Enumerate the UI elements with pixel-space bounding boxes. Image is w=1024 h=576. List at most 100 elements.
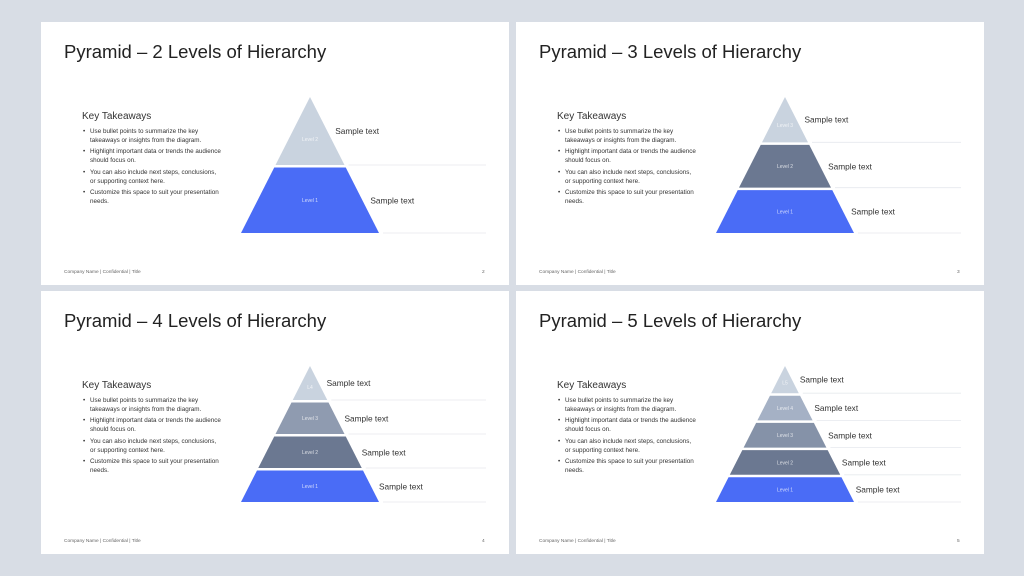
bullet-item: You can also include next steps, conclus…: [557, 169, 697, 186]
slide-title: Pyramid – 3 Levels of Hierarchy: [539, 41, 802, 62]
bullet-item: Customize this space to suit your presen…: [557, 189, 697, 206]
slide-title: Pyramid – 4 Levels of Hierarchy: [64, 310, 327, 331]
sample-text-label: Sample text: [856, 485, 901, 495]
slide-thumbnail-3[interactable]: Pyramid – 3 Levels of Hierarchy Key Take…: [516, 22, 984, 285]
sample-text-label: Sample text: [327, 378, 372, 388]
pyramid-level-label: Level 1: [777, 209, 793, 215]
bullet-item: You can also include next steps, conclus…: [82, 169, 222, 186]
pyramid-level-2[interactable]: Level 2 Sample text: [729, 450, 961, 476]
sample-text-label: Sample text: [842, 457, 887, 467]
bullet-item: Use bullet points to summarize the key t…: [82, 397, 222, 414]
pyramid-level-label: Level 2: [302, 450, 318, 456]
pyramid-level-shape: [241, 167, 379, 233]
sample-text-label: Sample text: [345, 413, 390, 423]
takeaways-list: Use bullet points to summarize the key t…: [557, 128, 697, 210]
pyramid-level-4[interactable]: Level 4 Sample text: [757, 395, 961, 421]
pyramid-level-shape: [258, 436, 362, 468]
bullet-item: Use bullet points to summarize the key t…: [557, 128, 697, 145]
bullet-item: Customize this space to suit your presen…: [82, 458, 222, 475]
pyramid-level-label: Level 1: [302, 198, 318, 204]
pyramid-level-4[interactable]: L4 Sample text: [292, 366, 486, 401]
pyramid-level-label: L4: [307, 385, 313, 391]
pyramid-level-label: Level 3: [777, 123, 793, 129]
page-number: 5: [957, 539, 960, 544]
pyramid-level-label: Level 4: [777, 406, 793, 412]
sample-text-label: Sample text: [828, 161, 873, 171]
slide-thumbnail-2[interactable]: Pyramid – 2 Levels of Hierarchy Key Take…: [41, 22, 509, 285]
pyramid-level-shape: [716, 190, 854, 233]
bullet-item: Customize this space to suit your presen…: [82, 189, 222, 206]
pyramid-level-shape: [743, 422, 827, 448]
pyramid-level-shape: [241, 470, 379, 502]
bullet-item: Use bullet points to summarize the key t…: [82, 128, 222, 145]
sample-text-label: Sample text: [379, 481, 424, 491]
bullet-item: Use bullet points to summarize the key t…: [557, 397, 697, 414]
pyramid-level-1[interactable]: Level 1 Sample text: [716, 190, 961, 234]
pyramid-level-1[interactable]: Level 1 Sample text: [716, 477, 961, 503]
bullet-item: Customize this space to suit your presen…: [557, 458, 697, 475]
takeaways-list: Use bullet points to summarize the key t…: [82, 128, 222, 210]
key-takeaways-heading: Key Takeaways: [557, 111, 627, 122]
bullet-item: Highlight important data or trends the a…: [82, 148, 222, 165]
pyramid-level-label: Level 1: [302, 484, 318, 490]
pyramid-level-label: Level 2: [777, 460, 793, 466]
pyramid-level-2[interactable]: Level 2 Sample text: [258, 436, 486, 469]
pyramid-level-3[interactable]: Level 3 Sample text: [762, 97, 961, 143]
pyramid-level-shape: [275, 97, 345, 165]
key-takeaways-heading: Key Takeaways: [82, 111, 152, 122]
key-takeaways-heading: Key Takeaways: [557, 380, 627, 391]
slide-title: Pyramid – 2 Levels of Hierarchy: [64, 41, 327, 62]
pyramid-level-3[interactable]: Level 3 Sample text: [275, 402, 487, 435]
pyramid-level-1[interactable]: Level 1 Sample text: [241, 167, 486, 234]
slide-footer: Company Name | Confidential | Title: [64, 270, 141, 275]
bullet-item: Highlight important data or trends the a…: [557, 417, 697, 434]
page-number: 4: [482, 539, 485, 544]
pyramid-level-2[interactable]: Level 2 Sample text: [275, 97, 487, 166]
pyramid-level-shape: [771, 366, 799, 394]
takeaways-list: Use bullet points to summarize the key t…: [557, 397, 697, 479]
pyramid-level-label: Level 1: [777, 487, 793, 493]
pyramid-level-2[interactable]: Level 2 Sample text: [739, 144, 961, 189]
pyramid-level-shape: [729, 450, 841, 475]
pyramid-level-shape: [275, 402, 345, 434]
pyramid-level-5[interactable]: L5 Sample text: [771, 366, 961, 394]
page-number: 2: [482, 270, 485, 275]
bullet-item: Highlight important data or trends the a…: [557, 148, 697, 165]
sample-text-label: Sample text: [362, 447, 407, 457]
sample-text-label: Sample text: [800, 375, 845, 385]
pyramid-level-shape: [739, 144, 831, 188]
pyramid-level-shape: [757, 395, 813, 421]
bullet-item: You can also include next steps, conclus…: [557, 438, 697, 455]
sample-text-label: Sample text: [370, 195, 415, 205]
slide-footer: Company Name | Confidential | Title: [539, 270, 616, 275]
key-takeaways-heading: Key Takeaways: [82, 380, 152, 391]
sample-text-label: Sample text: [828, 430, 873, 440]
slide-title: Pyramid – 5 Levels of Hierarchy: [539, 310, 802, 331]
pyramid-level-label: L5: [782, 381, 788, 387]
pyramid-level-shape: [762, 97, 808, 143]
takeaways-list: Use bullet points to summarize the key t…: [82, 397, 222, 479]
slide-thumbnail-4[interactable]: Pyramid – 4 Levels of Hierarchy Key Take…: [41, 291, 509, 554]
sample-text-label: Sample text: [805, 115, 850, 125]
pyramid-level-label: Level 2: [302, 137, 318, 143]
pyramid-level-3[interactable]: Level 3 Sample text: [743, 422, 961, 449]
pyramid-level-shape: [716, 477, 854, 502]
sample-text-label: Sample text: [814, 403, 859, 413]
pyramid-level-label: Level 2: [777, 164, 793, 170]
slide-thumbnail-5[interactable]: Pyramid – 5 Levels of Hierarchy Key Take…: [516, 291, 984, 554]
bullet-item: Highlight important data or trends the a…: [82, 417, 222, 434]
pyramid-level-1[interactable]: Level 1 Sample text: [241, 470, 486, 503]
page-number: 3: [957, 270, 960, 275]
pyramid-level-label: Level 3: [302, 416, 318, 422]
pyramid-level-shape: [292, 366, 328, 400]
sample-text-label: Sample text: [851, 207, 896, 217]
slide-footer: Company Name | Confidential | Title: [539, 539, 616, 544]
sample-text-label: Sample text: [335, 126, 380, 136]
pyramid-level-label: Level 3: [777, 433, 793, 439]
slide-footer: Company Name | Confidential | Title: [64, 539, 141, 544]
bullet-item: You can also include next steps, conclus…: [82, 438, 222, 455]
